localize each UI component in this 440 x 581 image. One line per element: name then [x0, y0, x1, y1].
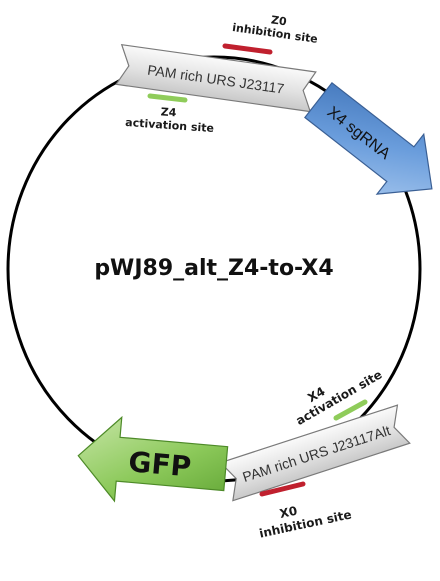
- z4-line2: activation site: [125, 116, 215, 135]
- promoter-top: PAM rich URS J23117: [115, 43, 317, 113]
- x0-label: X0 inhibition site: [255, 493, 353, 541]
- z0-inhibition-bar: [222, 43, 273, 55]
- x4-activation-bar: [333, 399, 368, 421]
- sgrna-arrow: X4 sgRNA: [304, 81, 433, 195]
- z4-line1: Z4: [160, 105, 177, 119]
- z0-label: Z0 inhibition site: [231, 8, 320, 46]
- z4-label: Z4 activation site: [125, 103, 215, 135]
- z4-activation-bar: [147, 93, 188, 103]
- gfp-label: GFP: [127, 445, 192, 483]
- plasmid-title: pWJ89_alt_Z4-to-X4: [94, 256, 333, 281]
- promoter-bottom: PAM rich URS J23117Alt: [219, 404, 411, 502]
- z0-line1: Z0: [270, 13, 288, 28]
- gfp-arrow: GFP: [77, 415, 229, 503]
- x0-line1: X0: [278, 504, 298, 521]
- x0-line2: inhibition site: [258, 507, 353, 540]
- x0-inhibition-bar: [259, 481, 306, 497]
